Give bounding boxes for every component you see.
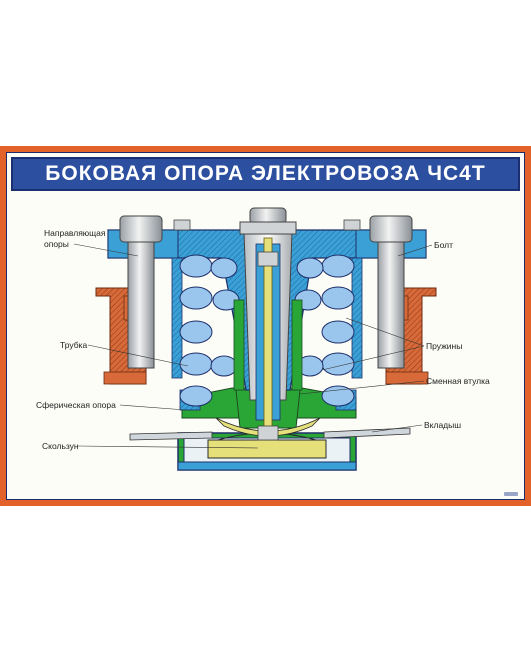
right-bracket-foot — [385, 371, 429, 385]
right-bolt-shank — [377, 241, 405, 369]
title-banner: БОКОВАЯ ОПОРА ЭЛЕКТРОВОЗА ЧС4Т — [11, 157, 520, 191]
leader-tube — [87, 344, 189, 367]
leader-bolt — [397, 244, 433, 257]
base-bottom-plate — [177, 461, 357, 471]
right-housing-wall — [351, 257, 363, 379]
label-guide-line2: опоры — [44, 239, 69, 249]
label-liner: Вкладыш — [424, 420, 461, 430]
right-springs — [294, 254, 355, 407]
slider-body — [207, 439, 327, 459]
label-spherical: Сферическая опора — [36, 400, 116, 410]
label-guide-line1: Направляющая — [44, 228, 106, 238]
leader-springs-1 — [345, 317, 425, 347]
liner-plate — [129, 431, 213, 441]
poster-title: БОКОВАЯ ОПОРА ЭЛЕКТРОВОЗА ЧС4Т — [45, 162, 486, 185]
leader-guide — [73, 243, 139, 257]
leader-slider — [77, 445, 259, 449]
top-cap-bolt-flange — [239, 221, 297, 235]
label-tube: Трубка — [60, 340, 87, 350]
label-bushing: Сменная втулка — [426, 376, 490, 386]
left-bolt-head — [119, 215, 163, 243]
label-slider: Скользун — [42, 441, 79, 451]
liner-plate-right — [323, 427, 411, 439]
label-springs: Пружины — [426, 341, 462, 351]
left-bracket-foot — [103, 371, 147, 385]
lower-bowl — [215, 417, 321, 437]
central-rod-nut-bottom — [257, 425, 279, 441]
leader-liner — [371, 424, 423, 433]
leader-spherical — [119, 404, 187, 411]
leader-springs-2 — [321, 345, 425, 371]
publisher-mark — [504, 492, 518, 496]
central-rod — [263, 237, 273, 439]
leader-bushing — [299, 380, 425, 395]
central-rod-nut-top — [257, 251, 279, 267]
left-bushing — [233, 299, 245, 391]
right-bolt-head — [369, 215, 413, 243]
label-bolt: Болт — [434, 240, 453, 250]
right-bushing — [291, 299, 303, 391]
left-springs — [179, 254, 240, 407]
right-top-nut — [343, 219, 361, 231]
left-housing-wall — [171, 257, 183, 379]
left-bolt-shank — [127, 241, 155, 369]
left-top-nut — [173, 219, 191, 231]
